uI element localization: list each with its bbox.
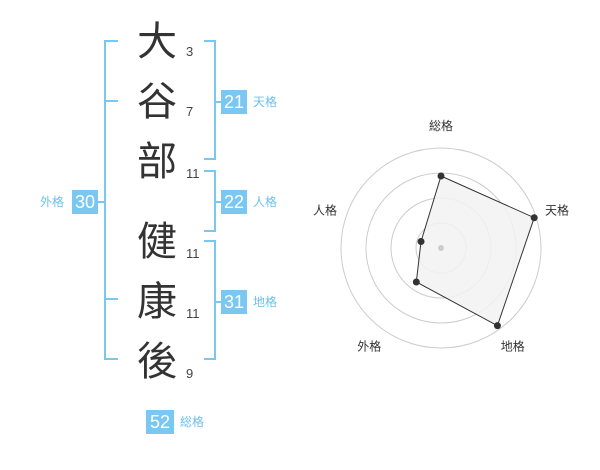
radar-center-dot (438, 245, 444, 251)
name-char-2: 谷 (137, 79, 177, 125)
gaikaku-label: 外格 (40, 195, 65, 209)
soukaku-label: 総格 (180, 415, 205, 429)
name-char-6: 後 (137, 339, 177, 385)
name-char-1: 大 (137, 19, 177, 65)
name-char-5: 康 (137, 279, 177, 325)
radar-axis-label-3: 地格 (501, 339, 525, 354)
name-char-4: 健 (137, 219, 177, 265)
radar-point-4 (412, 278, 420, 286)
radar-ring-4 (340, 147, 542, 349)
chikaku-value-box: 31 (221, 290, 247, 314)
soukaku-value-box: 52 (146, 410, 174, 434)
jinkaku-label: 人格 (253, 195, 278, 209)
stroke-count-5: 11 (186, 306, 200, 321)
radar-point-3 (493, 322, 501, 330)
stroke-count-2: 7 (186, 104, 194, 119)
stroke-count-3: 11 (186, 166, 200, 181)
radar-axis-label-4: 外格 (357, 339, 381, 354)
radar-axis-label-1: 総格 (429, 118, 453, 133)
radar-axis-label-5: 人格 (313, 202, 337, 217)
radar-point-1 (437, 172, 445, 180)
jinkaku-value-box: 22 (221, 190, 247, 214)
radar-point-5 (417, 238, 425, 246)
radar-area (415, 175, 535, 327)
stroke-count-4: 11 (186, 246, 200, 261)
stroke-count-1: 3 (186, 44, 194, 59)
radar-axis-label-2: 天格 (545, 202, 569, 217)
stroke-count-6: 9 (186, 366, 194, 381)
chikaku-label: 地格 (253, 295, 278, 309)
radar-point-2 (530, 214, 538, 222)
gaikaku-value-box: 30 (72, 190, 98, 214)
name-char-3: 部 (137, 139, 177, 185)
tenkaku-label: 天格 (253, 95, 278, 109)
tenkaku-value-box: 21 (221, 90, 247, 114)
